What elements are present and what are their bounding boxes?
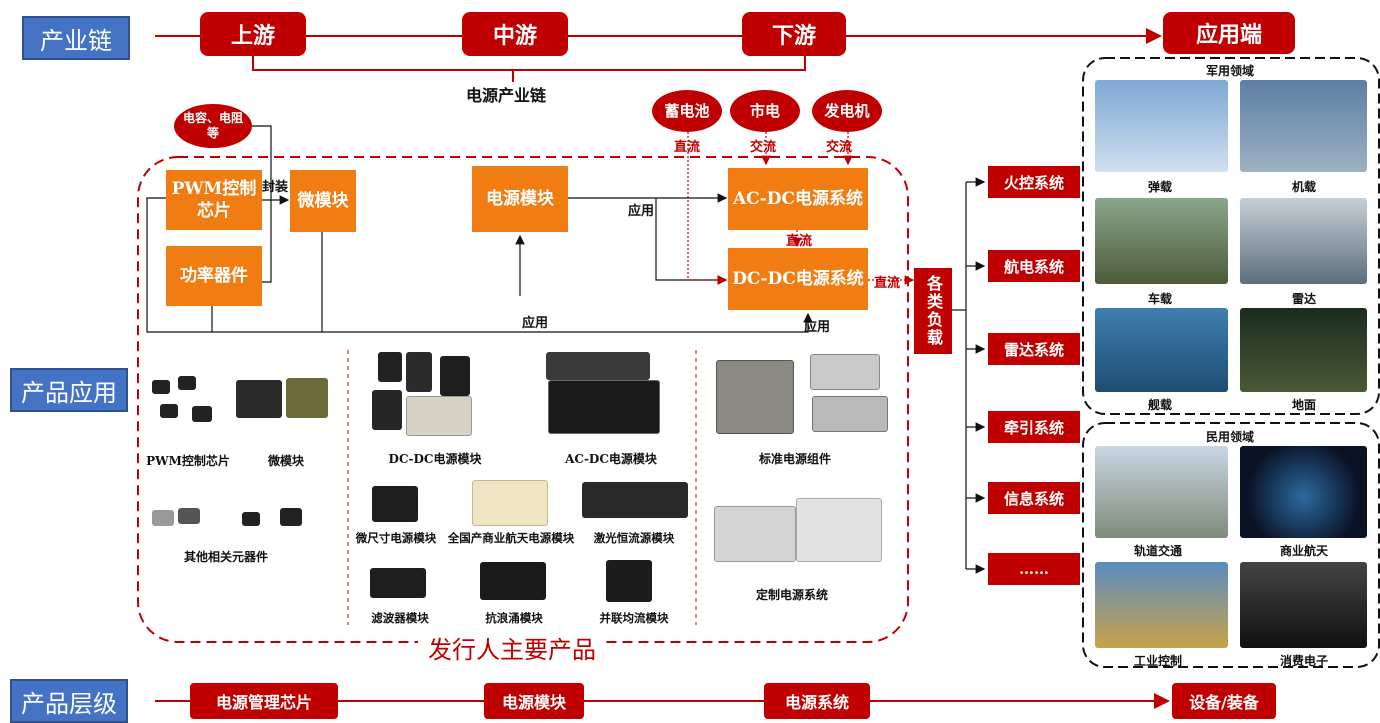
custom-system-caption: 定制电源系统 <box>755 588 828 602</box>
dcdc-system-box: DC-DC电源系统 <box>728 248 868 310</box>
downstream-pill: 下游 <box>742 12 846 56</box>
space-caption: 商业航天 <box>1279 544 1328 558</box>
midstream-pill: 中游 <box>462 12 568 56</box>
mini-module-caption: 微尺寸电源模块 <box>355 531 437 545</box>
power-module-box: 电源模块 <box>472 166 568 232</box>
micro-module-caption: 微模块 <box>267 454 304 468</box>
grid-oval: 市电 <box>730 90 800 132</box>
industrial-caption: 工业控制 <box>1133 654 1182 668</box>
chain-caption: 电源产业链 <box>466 86 547 105</box>
level-module: 电源模块 <box>484 683 584 719</box>
radar-caption: 雷达 <box>1291 292 1316 306</box>
apply-label-1: 应用 <box>628 204 655 219</box>
surge-module-image <box>480 562 546 600</box>
radar-image <box>1240 198 1367 284</box>
surge-module-caption: 抗浪涌模块 <box>485 611 543 625</box>
other-components-caption: 其他相关元器件 <box>183 550 268 564</box>
micro-module-image-1 <box>236 380 282 418</box>
railway-image <box>1095 446 1228 538</box>
issuer-products-title: 发行人主要产品 <box>418 630 606 665</box>
industry-chain-label: 产业链 <box>22 16 130 60</box>
battery-oval: 蓄电池 <box>652 90 722 132</box>
apply-label-3: 应用 <box>804 320 831 335</box>
upstream-pill: 上游 <box>200 12 306 56</box>
space-image <box>1240 446 1367 538</box>
pwm-chip-caption: PWM控制芯片 <box>146 454 230 468</box>
ac-input-label-1: 交流 <box>750 140 777 155</box>
ground-caption: 地面 <box>1291 398 1316 412</box>
civil-title: 民用领域 <box>1205 430 1254 444</box>
product-application-label: 产品应用 <box>10 368 128 412</box>
missile-image <box>1095 80 1228 172</box>
laser-module-caption: 激光恒流源模块 <box>593 531 675 545</box>
ground-image <box>1240 308 1367 392</box>
parallel-module-caption: 并联均流模块 <box>599 611 669 625</box>
micro-module-image-2 <box>286 378 328 418</box>
system-radar: 雷达系统 <box>988 333 1080 365</box>
product-level-label: 产品层级 <box>10 679 128 723</box>
level-system: 电源系统 <box>764 683 870 719</box>
system-avionics: 航电系统 <box>988 250 1080 282</box>
industrial-image <box>1095 562 1228 648</box>
package-label: 封装 <box>262 180 289 195</box>
domestic-module-image <box>472 480 548 526</box>
level-equipment: 设备/装备 <box>1172 683 1276 719</box>
components-oval: 电容、电阻等 <box>174 104 252 148</box>
acdc-system-box: AC-DC电源系统 <box>728 168 868 230</box>
missile-caption: 弹载 <box>1147 180 1172 194</box>
generator-oval: 发电机 <box>812 90 882 132</box>
aircraft-caption: 机载 <box>1291 180 1316 194</box>
application-end-pill: 应用端 <box>1163 12 1295 54</box>
pwm-chip-box: PWM控制芯片 <box>166 170 262 230</box>
laser-module-image <box>582 482 688 518</box>
system-more: …… <box>988 553 1080 585</box>
filter-module-caption: 滤波器模块 <box>371 611 429 625</box>
filter-module-image <box>370 568 426 598</box>
vehicle-image <box>1095 198 1228 284</box>
acdc-module-caption: AC-DC电源模块 <box>565 452 657 466</box>
dc-out-label: 直流 <box>874 276 901 291</box>
aircraft-image <box>1240 80 1367 172</box>
ship-caption: 舰载 <box>1147 398 1172 412</box>
level-chip: 电源管理芯片 <box>190 683 338 719</box>
vehicle-caption: 车载 <box>1147 292 1172 306</box>
dc-mid-label: 直流 <box>786 234 813 249</box>
ac-input-label-2: 交流 <box>826 140 853 155</box>
micro-module-box: 微模块 <box>290 170 356 232</box>
system-fire-control: 火控系统 <box>988 166 1080 198</box>
ship-image <box>1095 308 1228 392</box>
mini-module-image <box>372 486 418 522</box>
consumer-caption: 消费电子 <box>1279 654 1328 668</box>
loads-box: 各类负载 <box>914 268 952 354</box>
domestic-module-caption: 全国产商业航天电源模块 <box>447 531 575 545</box>
military-title: 军用领域 <box>1205 64 1254 78</box>
apply-label-2: 应用 <box>522 316 549 331</box>
power-device-box: 功率器件 <box>166 246 262 306</box>
railway-caption: 轨道交通 <box>1133 544 1182 558</box>
system-information: 信息系统 <box>988 482 1080 514</box>
parallel-module-image <box>606 560 652 602</box>
standard-assembly-caption: 标准电源组件 <box>758 452 831 466</box>
consumer-image <box>1240 562 1367 648</box>
dcdc-module-caption: DC-DC电源模块 <box>388 452 482 466</box>
system-traction: 牵引系统 <box>988 411 1080 443</box>
dc-input-label: 直流 <box>674 140 701 155</box>
